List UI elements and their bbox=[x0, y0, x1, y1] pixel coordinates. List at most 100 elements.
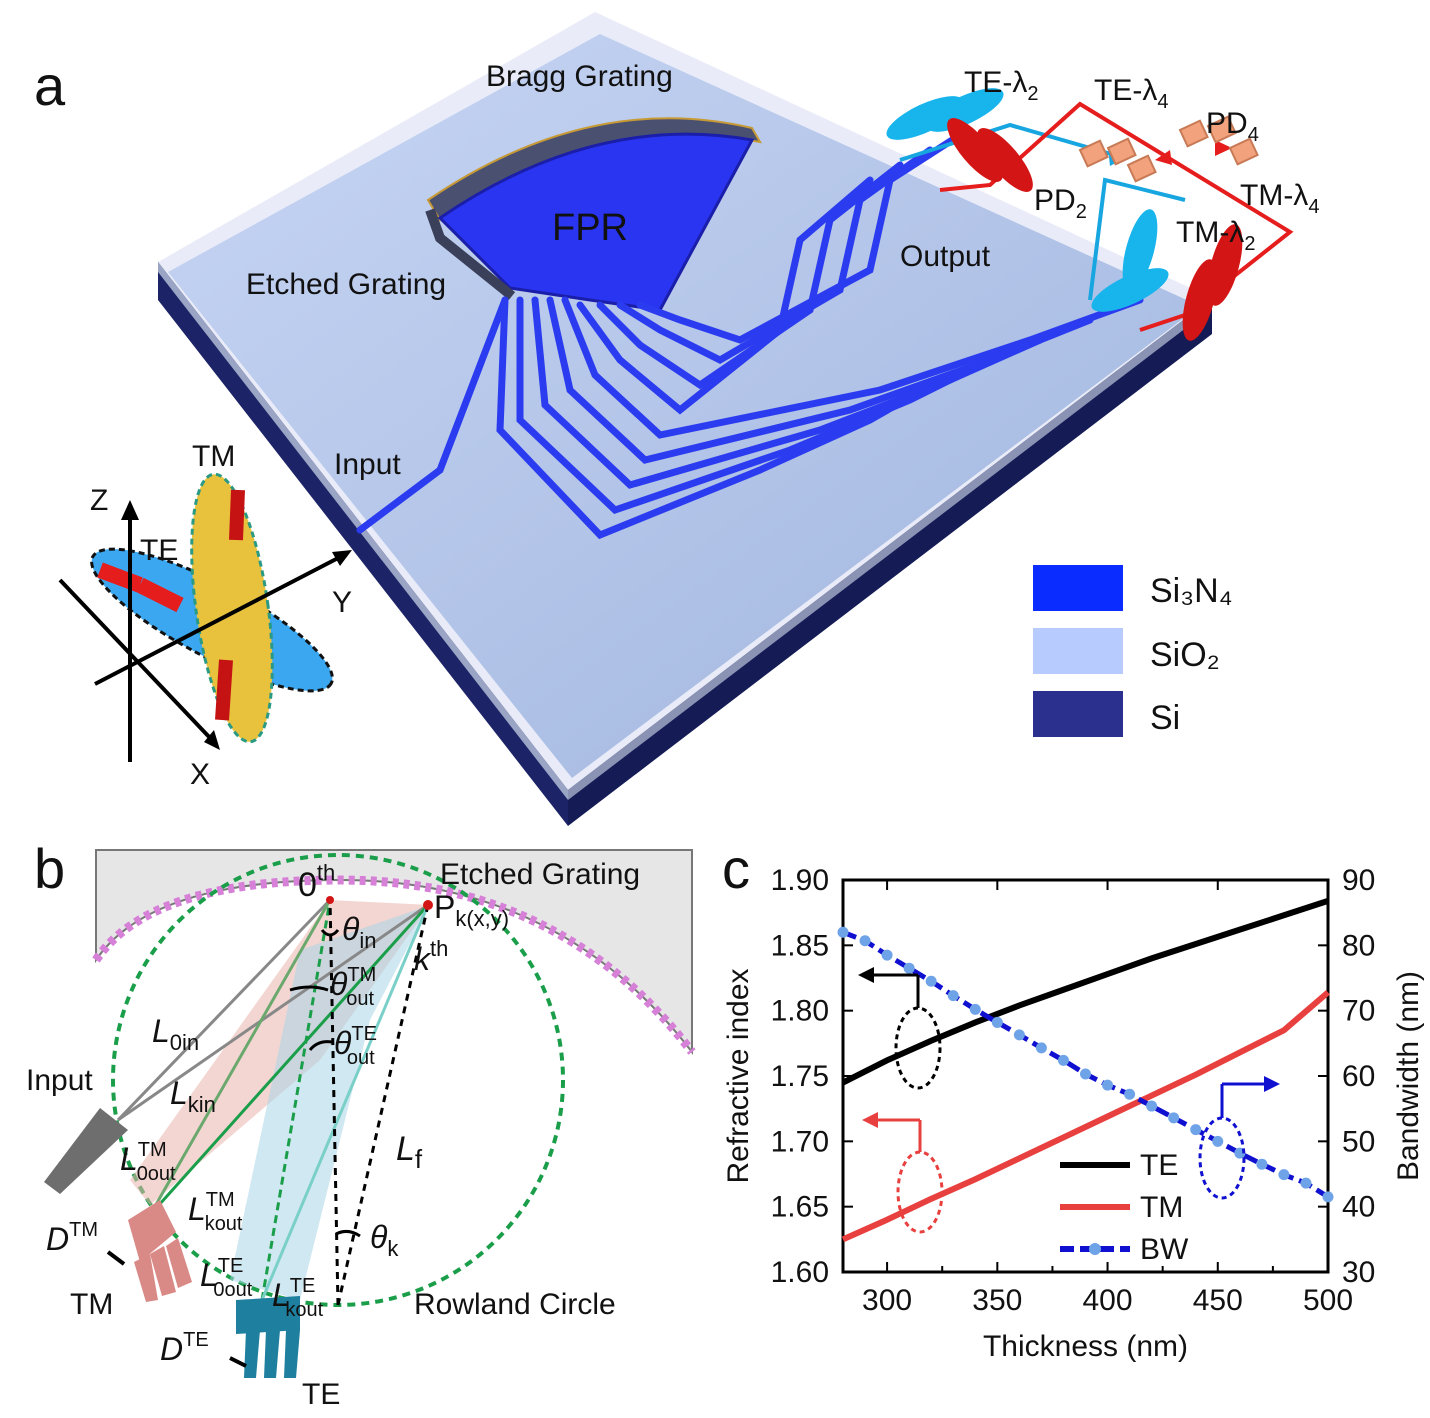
zero-th-label: 0th bbox=[298, 860, 335, 904]
te-lobe-4 bbox=[1091, 268, 1169, 312]
z-axis-arrowhead bbox=[121, 500, 139, 520]
bw-point bbox=[925, 975, 937, 987]
y-tick-label: 1.70 bbox=[771, 1125, 829, 1158]
y-tick-label: 1.80 bbox=[771, 995, 829, 1028]
bw-point bbox=[881, 949, 893, 961]
y2-tick-label: 70 bbox=[1342, 995, 1375, 1028]
te-output-array bbox=[236, 1296, 300, 1378]
bw-point bbox=[859, 935, 871, 947]
panel-b: b bbox=[26, 837, 696, 1411]
bw-point bbox=[1035, 1042, 1047, 1054]
x-axis bbox=[58, 578, 214, 742]
y-tick-label: 1.60 bbox=[771, 1256, 829, 1289]
bw-point bbox=[903, 962, 915, 974]
fpr-region: Bragg Grating FPR Etched Grating bbox=[246, 60, 762, 312]
x-tick-label: 400 bbox=[1083, 1284, 1133, 1317]
tm-lobe-2 bbox=[977, 128, 1033, 192]
tm-mode-label: TM bbox=[192, 440, 235, 473]
y-axis-arrowhead bbox=[332, 550, 352, 566]
output-waveguide-9 bbox=[636, 131, 964, 344]
tm-l2-label: TM-λ2 bbox=[1176, 216, 1255, 255]
etched-grating-edge bbox=[425, 208, 516, 300]
panel-c-label: c bbox=[722, 837, 750, 900]
ray-lkin bbox=[117, 903, 429, 1122]
legend-label-si: Si bbox=[1150, 699, 1180, 737]
x-axis-arrowhead bbox=[204, 730, 220, 750]
x-tick-label: 500 bbox=[1303, 1284, 1353, 1317]
te-lobe-2 bbox=[926, 88, 1004, 132]
tm-axis-arrowhead bbox=[862, 1112, 878, 1128]
output-waveguide-7 bbox=[596, 161, 904, 390]
bw-point bbox=[1013, 1029, 1025, 1041]
theta-te-arc bbox=[308, 1040, 333, 1051]
ray-l0out-tm bbox=[148, 899, 332, 1216]
bw-point bbox=[1300, 1177, 1312, 1189]
y2-axis-label: Bandwidth (nm) bbox=[1392, 971, 1425, 1181]
x-axis-label: Thickness (nm) bbox=[983, 1330, 1188, 1363]
tm-mode-lobe bbox=[190, 472, 274, 744]
axis-z-label: Z bbox=[90, 484, 108, 517]
y-tick-label: 1.75 bbox=[771, 1060, 829, 1093]
d-tm-label: DTM bbox=[46, 1219, 98, 1257]
output-waveguide-4 bbox=[546, 296, 1094, 464]
output-waveguide-6 bbox=[576, 176, 874, 415]
bw-point bbox=[1278, 1169, 1290, 1181]
material-legend: Si₃N₄ SiO₂ Si bbox=[1033, 565, 1233, 737]
pd2-label: PD2 bbox=[1034, 184, 1087, 223]
output-waveguide-3 bbox=[531, 296, 1044, 489]
pd2-pads bbox=[1078, 137, 1157, 183]
lf-label: Lf bbox=[396, 1130, 423, 1174]
te-l4-arrowhead bbox=[1155, 150, 1172, 165]
te-l2-label: TE-λ2 bbox=[964, 66, 1038, 105]
y2-tick-label: 90 bbox=[1342, 864, 1375, 897]
bw-point bbox=[1124, 1088, 1136, 1100]
theta-k-arc bbox=[335, 1229, 361, 1238]
pd4-label: PD4 bbox=[1206, 107, 1259, 146]
waveguides bbox=[356, 131, 1144, 540]
y2-tick-label: 60 bbox=[1342, 1060, 1375, 1093]
input-b-label: Input bbox=[26, 1064, 93, 1097]
ray-l0out-te bbox=[260, 899, 332, 1301]
bw-point bbox=[1190, 1124, 1202, 1136]
fpr-slab bbox=[437, 132, 755, 312]
legend-marker-bw bbox=[1089, 1243, 1101, 1255]
output-waveguide-8 bbox=[616, 146, 934, 364]
chip-side-right-oxide bbox=[568, 298, 1212, 800]
bw-point bbox=[1057, 1054, 1069, 1066]
d-tm-bar bbox=[106, 1250, 126, 1266]
ray-lkout-te bbox=[260, 904, 430, 1301]
input-taper bbox=[44, 1108, 128, 1194]
legend-label-tm: TM bbox=[1140, 1191, 1183, 1224]
series-line-te bbox=[841, 898, 1329, 1086]
tm-l4-label: TM-λ4 bbox=[1240, 179, 1319, 218]
point-zero bbox=[326, 896, 334, 904]
y-tick-label: 1.65 bbox=[771, 1191, 829, 1224]
bw-point bbox=[947, 990, 959, 1002]
pd4-pads bbox=[1178, 115, 1259, 166]
output-waveguide-5 bbox=[561, 296, 1144, 439]
legend-swatch-si3n4 bbox=[1033, 565, 1123, 611]
output-label: Output bbox=[900, 240, 991, 273]
axis-y-label: Y bbox=[332, 586, 352, 619]
theta-tm-arc bbox=[289, 985, 329, 992]
ray-normal bbox=[328, 899, 340, 1306]
tm-output-array bbox=[128, 1200, 192, 1302]
y-tick-label: 1.85 bbox=[771, 929, 829, 962]
y2-tick-label: 30 bbox=[1342, 1256, 1375, 1289]
input-waveguide bbox=[356, 296, 509, 534]
d-te-bar bbox=[229, 1356, 247, 1368]
tm-l2-path bbox=[939, 101, 1294, 332]
te-l2-return bbox=[1088, 177, 1186, 301]
y2-tick-label: 50 bbox=[1342, 1125, 1375, 1158]
ray-lines bbox=[116, 898, 430, 1306]
x-tick-label: 300 bbox=[862, 1284, 912, 1317]
pk-label: Pk(x,y) bbox=[434, 889, 509, 931]
bw-point bbox=[1168, 1112, 1180, 1124]
